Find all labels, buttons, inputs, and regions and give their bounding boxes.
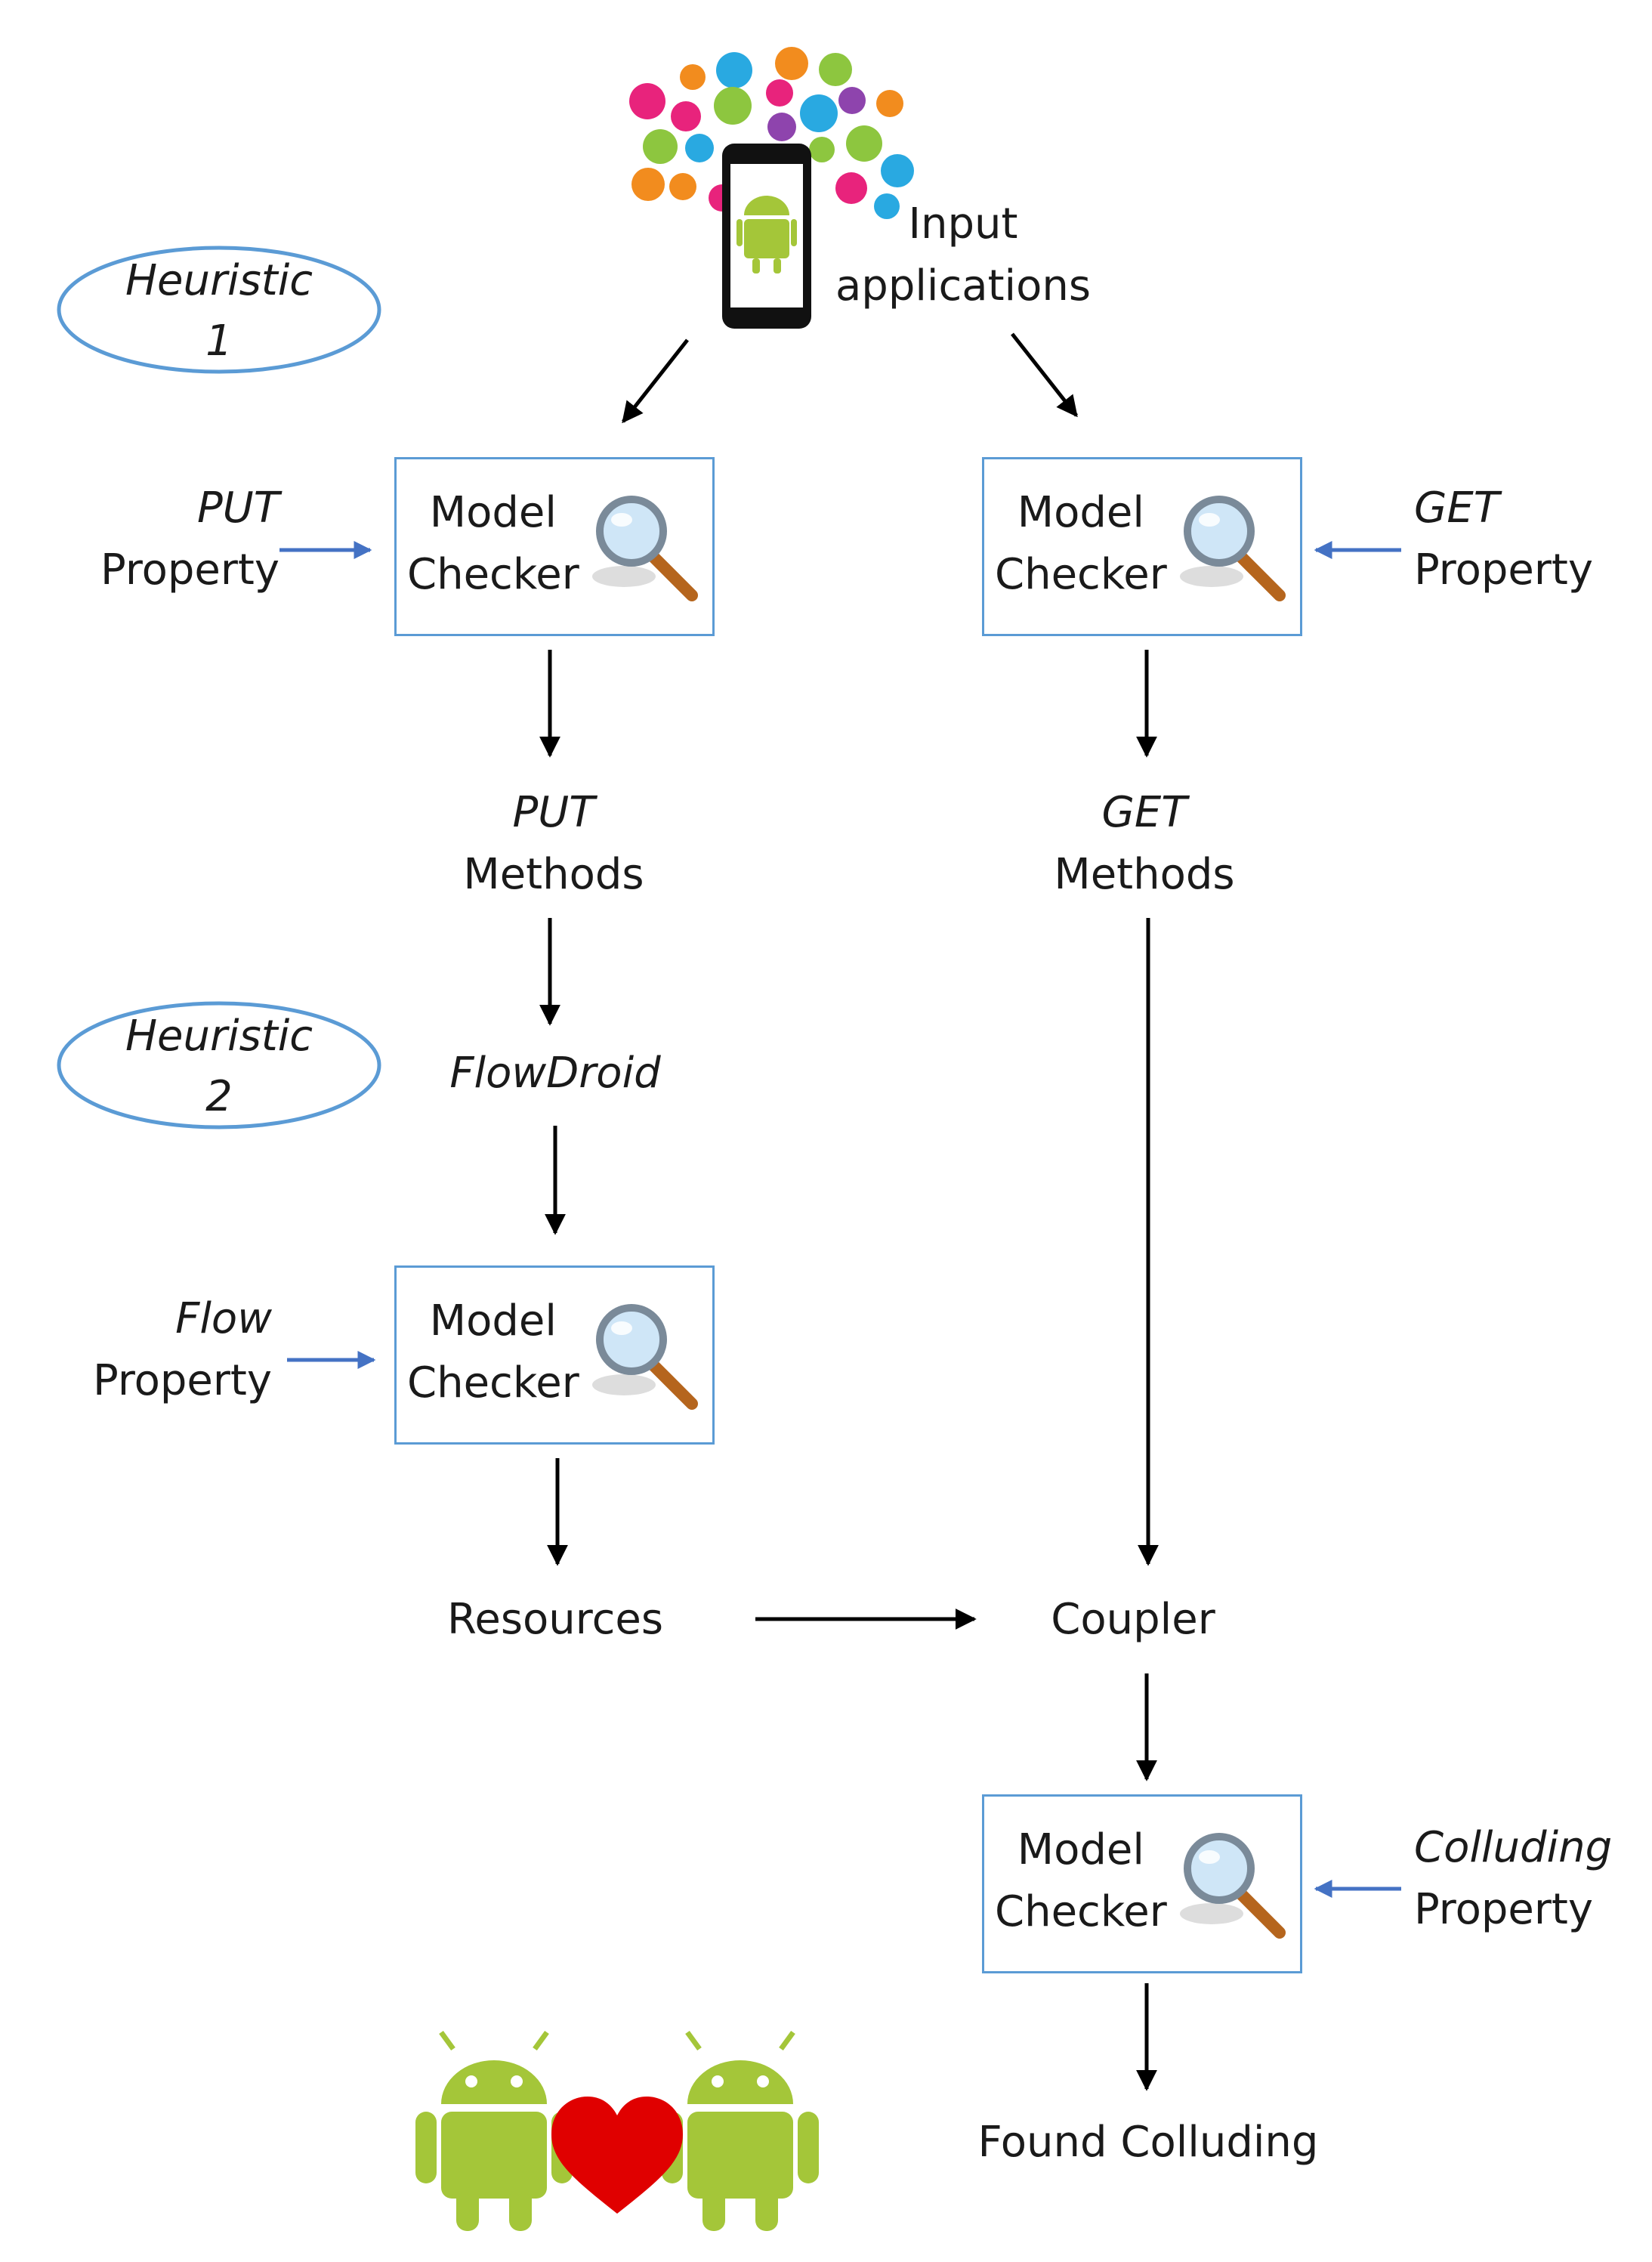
get-property-text: Property bbox=[1414, 545, 1593, 595]
heuristic-2-label: Heuristic 2 bbox=[76, 1006, 363, 1127]
heuristic-1-label: Heuristic 1 bbox=[76, 251, 363, 372]
model-checker-line2: Checker bbox=[995, 550, 1167, 599]
put-property-kind: PUT bbox=[197, 484, 279, 533]
input-line1: Input bbox=[908, 199, 1018, 249]
model-checker-flow: Model Checker bbox=[394, 1265, 715, 1445]
put-methods-label: PUT Methods bbox=[429, 782, 678, 906]
magnifier-icon bbox=[1180, 496, 1286, 601]
property-arrows bbox=[279, 541, 1401, 1898]
magnifier-icon bbox=[1180, 1833, 1286, 1939]
model-checker-line2: Checker bbox=[407, 550, 579, 599]
get-property-kind: GET bbox=[1414, 484, 1499, 533]
heuristic-2-line1: Heuristic bbox=[125, 1012, 313, 1061]
input-applications-label: Input applications bbox=[823, 193, 1103, 317]
heuristic-2-ellipse bbox=[57, 1001, 381, 1129]
flow-property-kind: Flow bbox=[175, 1294, 272, 1343]
magnifier-icon bbox=[592, 1304, 698, 1410]
model-checker-put: Model Checker bbox=[394, 457, 715, 636]
model-checker-line1: Model bbox=[429, 488, 557, 537]
put-methods-text: Methods bbox=[463, 850, 644, 899]
flow-property-label: Flow Property bbox=[53, 1288, 272, 1412]
model-checker-line1: Model bbox=[1017, 1825, 1144, 1874]
phone-icon bbox=[722, 144, 811, 329]
flow-arrows bbox=[539, 332, 1159, 2091]
model-checker-text: Model Checker bbox=[407, 482, 579, 606]
get-methods-label: GET Methods bbox=[1020, 782, 1269, 906]
colluding-property-label: Colluding Property bbox=[1414, 1817, 1648, 1941]
heuristic-1-line2: 1 bbox=[205, 317, 233, 366]
colluding-androids-icon bbox=[415, 2030, 819, 2231]
heuristic-2-line2: 2 bbox=[205, 1072, 233, 1121]
get-methods-text: Methods bbox=[1054, 850, 1235, 899]
model-checker-line2: Checker bbox=[995, 1887, 1167, 1936]
found-colluding-label: Found Colluding bbox=[977, 2118, 1319, 2167]
model-checker-line1: Model bbox=[429, 1296, 557, 1346]
get-property-label: GET Property bbox=[1414, 477, 1641, 601]
model-checker-colluding: Model Checker bbox=[982, 1794, 1302, 1973]
model-checker-line2: Checker bbox=[407, 1358, 579, 1408]
heart-icon bbox=[551, 2097, 683, 2214]
flowdroid-label: FlowDroid bbox=[449, 1049, 661, 1098]
model-checker-text: Model Checker bbox=[995, 482, 1167, 606]
colluding-property-text: Property bbox=[1414, 1885, 1593, 1934]
model-checker-text: Model Checker bbox=[407, 1290, 579, 1414]
resources-label: Resources bbox=[447, 1595, 663, 1644]
coupler-label: Coupler bbox=[1051, 1595, 1215, 1644]
get-methods-kind: GET bbox=[1101, 788, 1187, 837]
heuristic-1-ellipse bbox=[57, 246, 381, 374]
model-checker-text: Model Checker bbox=[995, 1819, 1167, 1943]
heuristic-1-line1: Heuristic bbox=[125, 256, 313, 305]
colluding-property-kind: Colluding bbox=[1414, 1823, 1613, 1872]
put-property-label: PUT Property bbox=[60, 477, 279, 601]
input-line2: applications bbox=[835, 261, 1092, 311]
flow-property-text: Property bbox=[93, 1356, 272, 1405]
put-methods-kind: PUT bbox=[512, 788, 595, 837]
magnifier-icon bbox=[592, 496, 698, 601]
arrow-input-to-right-checker bbox=[1011, 332, 1078, 418]
app-icons-cloud bbox=[629, 47, 914, 219]
put-property-text: Property bbox=[100, 545, 279, 595]
model-checker-line1: Model bbox=[1017, 488, 1144, 537]
arrow-input-to-left-checker bbox=[622, 338, 689, 424]
model-checker-get: Model Checker bbox=[982, 457, 1302, 636]
